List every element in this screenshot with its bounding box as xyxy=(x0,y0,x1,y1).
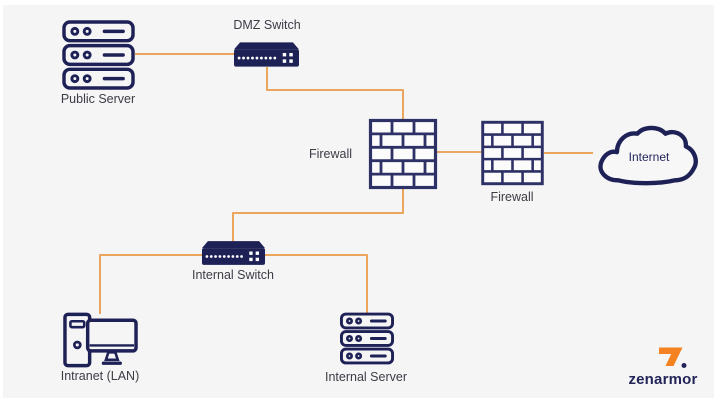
node-label-firewall-inner: Firewall xyxy=(308,147,352,161)
zenarmor-logo: zenarmor xyxy=(616,346,710,388)
edge-internalswitch-internalserver xyxy=(265,254,368,314)
edge-firewall-internalswitch xyxy=(232,189,404,242)
edge-internalswitch-lan xyxy=(99,254,202,314)
firewall-icon xyxy=(481,120,544,186)
node-label-public-server: Public Server xyxy=(60,92,136,106)
node-label-firewall-outer: Firewall xyxy=(490,190,534,204)
switch-icon xyxy=(234,42,299,67)
zenarmor-logo-text: zenarmor xyxy=(628,371,698,388)
node-label-internal-switch: Internal Switch xyxy=(192,268,274,282)
cloud-icon xyxy=(598,125,698,186)
edge-dmzswitch-firewall xyxy=(266,67,404,119)
node-label-internal-server: Internal Server xyxy=(325,370,407,384)
server-icon xyxy=(62,20,135,90)
node-label-intranet-lan: Intranet (LAN) xyxy=(60,369,140,383)
workstation-icon xyxy=(63,312,138,368)
node-label-internet: Internet xyxy=(628,150,670,164)
firewall-icon xyxy=(368,118,438,190)
switch-icon xyxy=(201,241,266,265)
zenarmor-mark-icon xyxy=(659,347,687,368)
server-icon xyxy=(340,312,394,365)
node-label-dmz-switch: DMZ Switch xyxy=(233,18,301,32)
